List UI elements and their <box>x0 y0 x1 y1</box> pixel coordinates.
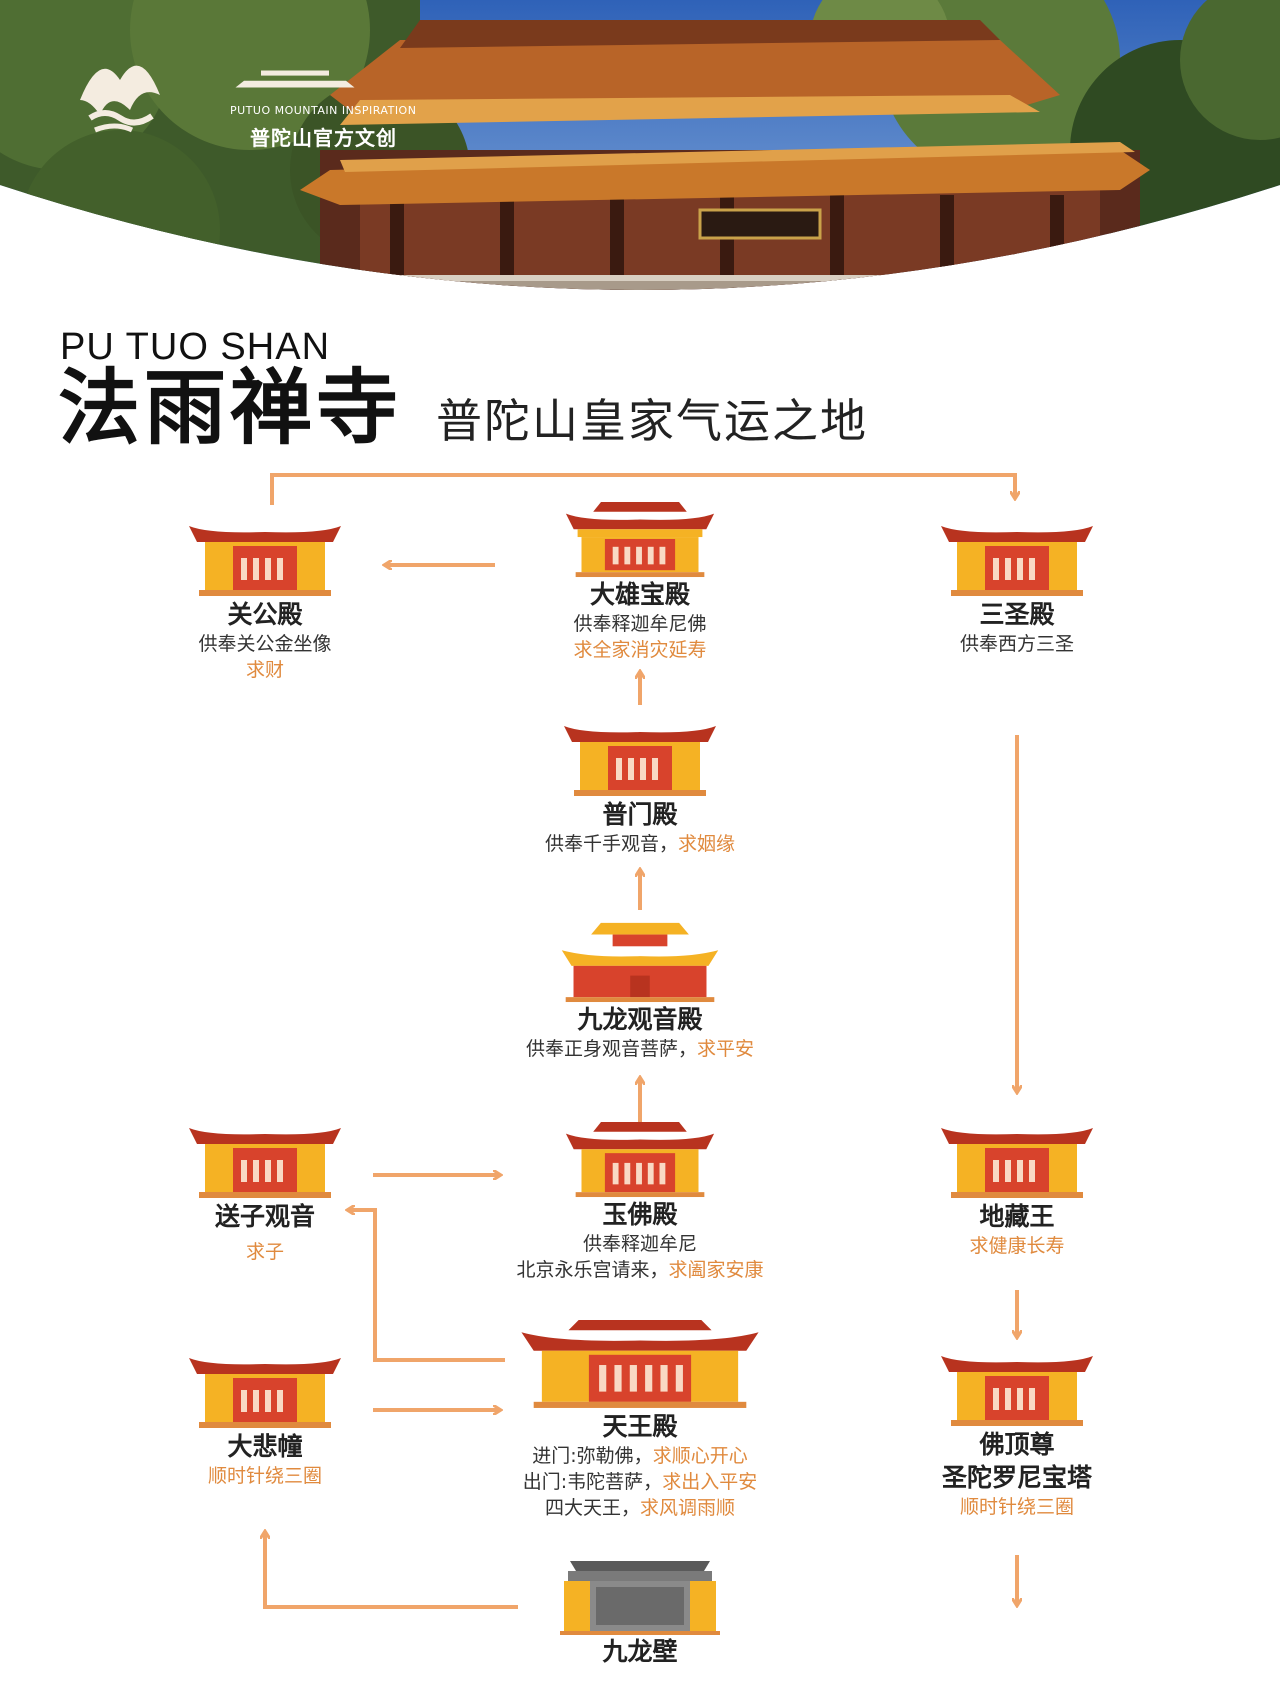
node-dizang-wang: 地藏王 求健康长寿 <box>867 1110 1167 1259</box>
node-tianwang-line1: 进门:弥勒佛，求顺心开心 <box>480 1443 800 1469</box>
node-dabei-wish: 顺时针绕三圈 <box>207 1465 322 1487</box>
node-tianwang-l3-wish: 求风调雨顺 <box>640 1497 736 1519</box>
mountain-cloud-logo-icon <box>80 65 160 133</box>
node-foding-wish: 顺时针绕三圈 <box>959 1496 1074 1518</box>
temple-roof-logo-icon <box>235 70 355 88</box>
node-jiulong-guanyin-hall: 九龙观音殿 供奉正身观音菩萨，求平安 <box>490 915 790 1062</box>
node-tianwang-hall: 天王殿 进门:弥勒佛，求顺心开心 出门:韦陀菩萨，求出入平安 四大天王，求风调雨… <box>480 1318 800 1521</box>
node-pumen-line: 供奉千手观音，求姻缘 <box>490 831 790 857</box>
node-tianwang-l2-desc: 出门:韦陀菩萨， <box>522 1471 663 1493</box>
node-guangong-line: 供奉关公金坐像 <box>198 633 332 655</box>
node-sansheng-name: 三圣殿 <box>979 600 1055 629</box>
node-jiulong-guanyin-desc: 供奉正身观音菩萨， <box>525 1038 697 1060</box>
arrow-tianwang-to-songzi <box>348 1210 505 1362</box>
node-songzi-wish: 求子 <box>245 1241 284 1263</box>
node-tianwang-line2: 出门:韦陀菩萨，求出入平安 <box>480 1469 800 1495</box>
node-yufo-line1: 供奉释迦牟尼 <box>582 1233 697 1255</box>
node-dabei-chuang: 大悲幢 顺时针绕三圈 <box>115 1340 415 1489</box>
node-foding-pagoda: 佛顶尊 圣陀罗尼宝塔 顺时针绕三圈 <box>867 1338 1167 1520</box>
temple-header-photo <box>0 0 1280 290</box>
node-jiulong-guanyin-wish: 求平安 <box>697 1038 755 1060</box>
english-title: PU TUO SHAN <box>60 326 331 368</box>
node-tianwang-l2-wish: 求出入平安 <box>662 1471 758 1493</box>
chinese-title: 法雨禅寺 <box>58 361 403 456</box>
temple-hall-icon <box>189 526 341 596</box>
node-pumen-name: 普门殿 <box>602 800 678 829</box>
node-yufo-name: 玉佛殿 <box>602 1200 678 1229</box>
node-tianwang-l1-wish: 求顺心开心 <box>652 1445 748 1467</box>
node-daxiong-wish: 求全家消灾延寿 <box>573 639 707 661</box>
node-tianwang-name: 天王殿 <box>602 1412 678 1441</box>
node-foding-name2: 圣陀罗尼宝塔 <box>941 1463 1092 1492</box>
brand-english-name: PUTUO MOUNTAIN INSPIRATION <box>230 104 417 117</box>
node-songzi-name: 送子观音 <box>214 1202 315 1231</box>
arrow-jiulongbi-to-dabei <box>265 1532 518 1609</box>
node-jiulong-guanyin-line: 供奉正身观音菩萨，求平安 <box>490 1036 790 1062</box>
node-yufo-desc: 北京永乐宫请来， <box>516 1259 669 1281</box>
node-daxiong-line: 供奉释迦牟尼佛 <box>573 613 707 635</box>
node-guangong-wish: 求财 <box>245 659 284 681</box>
node-pumen-wish: 求姻缘 <box>678 833 736 855</box>
node-tianwang-l3-desc: 四大天王， <box>544 1497 640 1519</box>
node-yufo-wish: 求阖家安康 <box>668 1259 764 1281</box>
node-sansheng-line: 供奉西方三圣 <box>959 633 1074 655</box>
node-daxiong-name: 大雄宝殿 <box>589 580 690 609</box>
node-dizang-wish: 求健康长寿 <box>969 1235 1065 1257</box>
node-pumen-hall: 普门殿 供奉千手观音，求姻缘 <box>490 708 790 857</box>
node-pumen-desc: 供奉千手观音， <box>544 833 678 855</box>
node-yufo-hall: 玉佛殿 供奉释迦牟尼 北京永乐宫请来，求阖家安康 <box>490 1120 790 1283</box>
temple-hall-icon <box>941 1356 1093 1426</box>
brand-chinese-name: 普陀山官方文创 <box>250 126 397 150</box>
node-dabei-name: 大悲幢 <box>227 1432 303 1461</box>
node-dizang-name: 地藏王 <box>979 1202 1055 1231</box>
node-sansheng-hall: 三圣殿 供奉西方三圣 <box>867 508 1167 657</box>
chinese-subtitle: 普陀山皇家气运之地 <box>436 394 868 448</box>
temple-hall-icon <box>189 1358 341 1428</box>
node-tianwang-line3: 四大天王，求风调雨顺 <box>480 1495 800 1521</box>
node-guangong-name: 关公殿 <box>227 600 303 629</box>
temple-hall-icon <box>565 501 715 578</box>
temple-hall-icon <box>565 1121 715 1198</box>
large-temple-hall-icon <box>521 1320 759 1408</box>
node-songzi-guanyin: 送子观音 求子 <box>115 1110 415 1265</box>
dragon-wall-icon <box>560 1561 720 1635</box>
pagoda-hall-icon <box>561 922 719 1003</box>
temple-hall-icon <box>189 1128 341 1198</box>
node-daxiong-hall: 大雄宝殿 供奉释迦牟尼佛 求全家消灾延寿 <box>490 500 790 663</box>
node-jiulong-guanyin-name: 九龙观音殿 <box>577 1005 703 1034</box>
temple-hall-icon <box>941 526 1093 596</box>
node-jiulong-wall: 九龙壁 <box>490 1555 790 1668</box>
temple-hall-icon <box>564 726 716 796</box>
node-jiulongbi-name: 九龙壁 <box>602 1637 678 1666</box>
temple-hall-icon <box>941 1128 1093 1198</box>
node-tianwang-l1-desc: 进门:弥勒佛， <box>532 1445 653 1467</box>
arrow-guangong-to-sansheng <box>270 473 1015 505</box>
brand-logo: PUTUO MOUNTAIN INSPIRATION 普陀山官方文创 <box>70 40 416 160</box>
node-guangong-hall: 关公殿 供奉关公金坐像 求财 <box>115 508 415 683</box>
node-yufo-line2: 北京永乐宫请来，求阖家安康 <box>490 1257 790 1283</box>
node-foding-name1: 佛顶尊 <box>979 1430 1055 1459</box>
